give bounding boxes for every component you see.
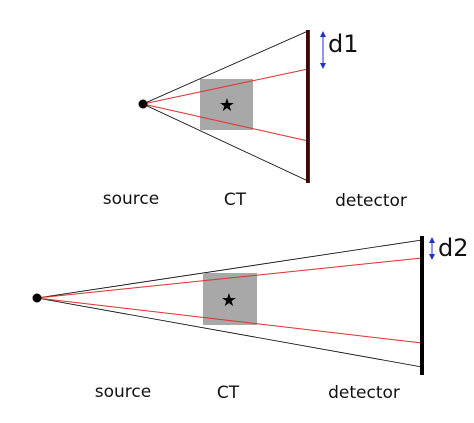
star-icon: ★ [221,290,237,311]
ray-upper [142,68,309,105]
beam-edge-bottom [36,297,423,368]
ray-lower [36,297,423,344]
ct-label: CT [217,383,240,403]
panel-2: ★ d2 source CT detector [32,234,469,403]
beam-edge-top [36,239,423,299]
source-point [32,293,42,303]
detector-label: detector [328,383,400,403]
ct-block [203,273,257,325]
distance-label-d2: d2 [438,234,469,262]
source-label: source [103,189,159,209]
beam-edge-top [142,30,309,105]
source-point [138,99,148,109]
detector-label: detector [335,191,407,211]
ct-label: CT [224,190,247,210]
ct-block [200,79,253,130]
ray-lower [142,103,309,142]
beam-edge-bottom [142,103,309,182]
panel-1: ★ d1 source CT detector [103,30,407,211]
distance-label-d1: d1 [328,30,359,58]
ray-upper [36,257,423,299]
star-icon: ★ [219,95,235,116]
source-label: source [95,382,151,402]
